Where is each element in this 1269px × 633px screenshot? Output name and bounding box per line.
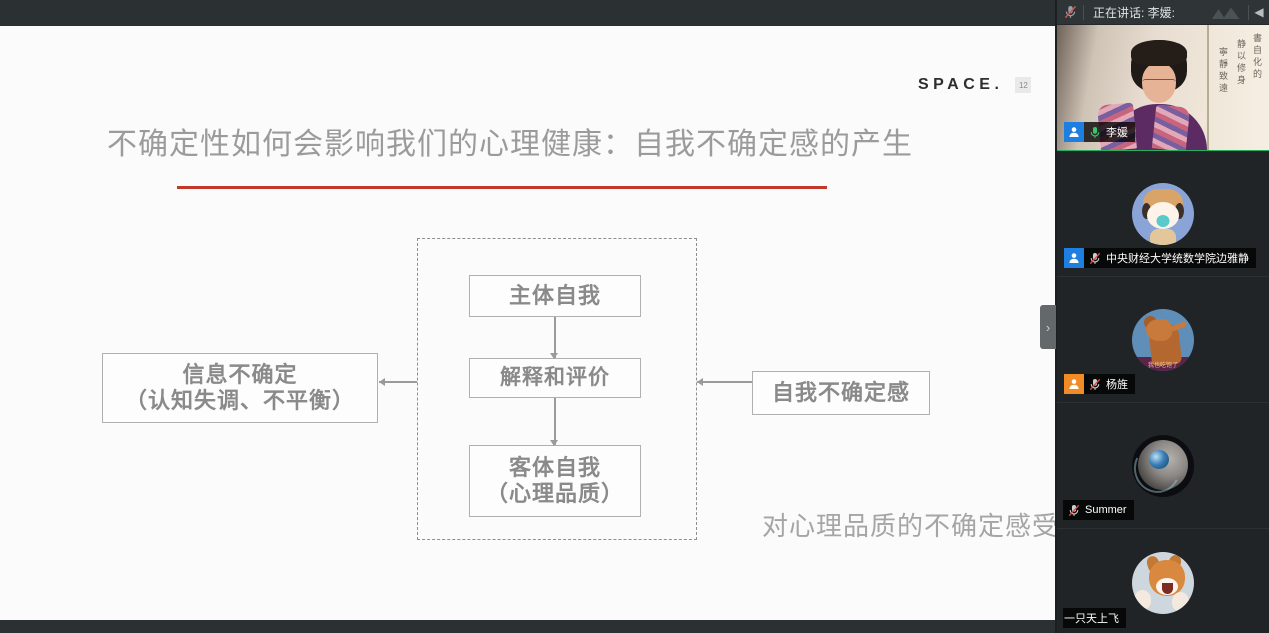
participant-nameplate: 杨旌 <box>1064 374 1135 394</box>
participant-avatar-area: 我也吃饱了 <box>1057 277 1269 402</box>
participant-nameplate: Summer <box>1063 500 1134 520</box>
brand-logo-text: SPACE. <box>918 76 1004 93</box>
participant-tile[interactable]: 中央财经大学统数学院边雅静 <box>1057 151 1269 277</box>
diagram-node-information-uncertainty: 信息不确定 （认知失调、不平衡） <box>102 353 378 423</box>
avatar-hair-right <box>1175 202 1184 219</box>
participant-nameplate: 中央财经大学统数学院边雅静 <box>1064 248 1256 268</box>
node-line-1: 客体自我 <box>508 455 601 481</box>
participant-avatar-area <box>1057 529 1269 633</box>
diagram-node-self-uncertainty: 自我不确定感 <box>752 371 930 415</box>
stage-right-edge <box>1055 0 1057 633</box>
node-line-1: 信息不确定 <box>182 362 298 388</box>
avatar <box>1132 182 1194 245</box>
diagram-node-object-self: 客体自我 （心理品质） <box>469 445 641 517</box>
scroll-text-1: 書自化的 <box>1252 33 1262 81</box>
connector-vertical-2 <box>554 398 556 445</box>
participant-tile[interactable]: 書自化的 静以修身 寧靜致遠 <box>1057 25 1269 151</box>
participant-nameplate: 一只天上飞 <box>1063 608 1126 628</box>
participant-tile[interactable]: 一只天上飞 <box>1057 529 1269 633</box>
person-glasses <box>1141 78 1176 86</box>
mic-muted-icon[interactable] <box>1057 5 1083 19</box>
title-underline-rule <box>177 186 827 189</box>
chevron-right-icon[interactable]: › <box>1040 305 1056 349</box>
node-line-1: 主体自我 <box>508 283 601 309</box>
avatar-hat <box>1143 188 1183 207</box>
arrowhead-left-1 <box>379 378 385 386</box>
diagram-caption: 对心理品质的不确定感受 <box>762 511 1055 541</box>
participants-panel: 正在讲话: 李媛: ◀ 書自化的 静以修身 寧靜致遠 <box>1057 0 1269 633</box>
node-line-1: 解释和评价 <box>500 365 610 389</box>
participant-avatar-area <box>1057 403 1269 528</box>
avatar-pacifier <box>1156 214 1170 227</box>
participant-name: 中央财经大学统数学院边雅静 <box>1106 253 1249 265</box>
avatar-dog-paw-left <box>1134 589 1151 609</box>
scroll-text-2: 静以修身 <box>1236 39 1246 87</box>
mic-muted-icon <box>1063 504 1084 517</box>
calligraphy-scroll: 書自化的 静以修身 寧靜致遠 <box>1207 25 1269 150</box>
person-icon <box>1064 248 1084 268</box>
slide-brand: SPACE. 12 <box>918 76 1032 94</box>
stage-topbar <box>0 0 1057 26</box>
avatar-hair-left <box>1142 202 1151 219</box>
avatar-mouse-head <box>1146 318 1172 341</box>
person-icon <box>1064 122 1084 142</box>
person-face <box>1141 62 1176 103</box>
connector-horizontal-right <box>697 381 752 383</box>
node-line-2: （认知失调、不平衡） <box>124 388 355 413</box>
panel-header: 正在讲话: 李媛: ◀ <box>1057 0 1269 25</box>
participant-tile[interactable]: 我也吃饱了 <box>1057 277 1269 403</box>
active-speaker-label: 正在讲话: 李媛: <box>1093 5 1176 20</box>
header-divider <box>1083 4 1084 20</box>
connector-horizontal-left <box>379 381 417 383</box>
avatar-body <box>1150 228 1176 245</box>
diagram-node-interpretation-evaluation: 解释和评价 <box>469 358 641 398</box>
diagram-node-subject-self: 主体自我 <box>469 275 641 317</box>
gallery-view-icon[interactable] <box>1206 4 1248 20</box>
slide-diagram: 信息不确定 （认知失调、不平衡） 主体自我 解释和评价 客体自我 （心理品质） <box>0 26 1055 620</box>
avatar-dog-paw-right <box>1172 591 1189 611</box>
participant-tile[interactable]: Summer <box>1057 403 1269 529</box>
person-scarf-right <box>1152 104 1191 150</box>
node-line-2: （心理品质） <box>485 481 624 506</box>
person-icon <box>1064 374 1084 394</box>
participant-name: 李媛 <box>1106 127 1128 139</box>
avatar <box>1132 551 1194 614</box>
mic-muted-icon <box>1084 378 1105 391</box>
avatar-caption: 我也吃饱了 <box>1147 362 1179 369</box>
participant-avatar-area <box>1057 151 1269 276</box>
presentation-slide: SPACE. 12 不确定性如何会影响我们的心理健康：自我不确定感的产生 信息不… <box>0 26 1055 620</box>
slide-number-badge: 12 <box>1015 77 1032 93</box>
arrowhead-down-1 <box>550 353 558 359</box>
shared-screen-stage: SPACE. 12 不确定性如何会影响我们的心理健康：自我不确定感的产生 信息不… <box>0 0 1057 633</box>
participant-name: 杨旌 <box>1106 379 1128 391</box>
avatar-dog-mouth <box>1162 582 1173 594</box>
participant-nameplate: 李媛 <box>1064 122 1135 142</box>
arrow-left-icon[interactable]: ◀ <box>1254 5 1264 19</box>
participant-name: 一只天上飞 <box>1064 613 1119 625</box>
header-divider-2 <box>1248 4 1249 20</box>
scroll-text-3: 寧靜致遠 <box>1218 47 1228 95</box>
connector-vertical-1 <box>554 317 556 358</box>
participant-name: Summer <box>1085 504 1127 516</box>
participant-video-feed: 書自化的 静以修身 寧靜致遠 <box>1057 25 1269 150</box>
arrowhead-down-2 <box>550 440 558 446</box>
person-hair-front <box>1130 40 1187 66</box>
participant-tiles[interactable]: 書自化的 静以修身 寧靜致遠 <box>1057 25 1269 633</box>
stage-bottom-strip <box>0 620 1055 633</box>
arrowhead-left-2 <box>697 378 703 386</box>
node-line-1: 自我不确定感 <box>771 380 910 406</box>
avatar <box>1132 434 1194 497</box>
mic-on-icon <box>1084 126 1105 139</box>
avatar: 我也吃饱了 <box>1132 308 1194 371</box>
avatar-earth <box>1149 449 1169 469</box>
mic-muted-icon <box>1084 252 1105 265</box>
slide-title: 不确定性如何会影响我们的心理健康：自我不确定感的产生 <box>107 128 913 161</box>
